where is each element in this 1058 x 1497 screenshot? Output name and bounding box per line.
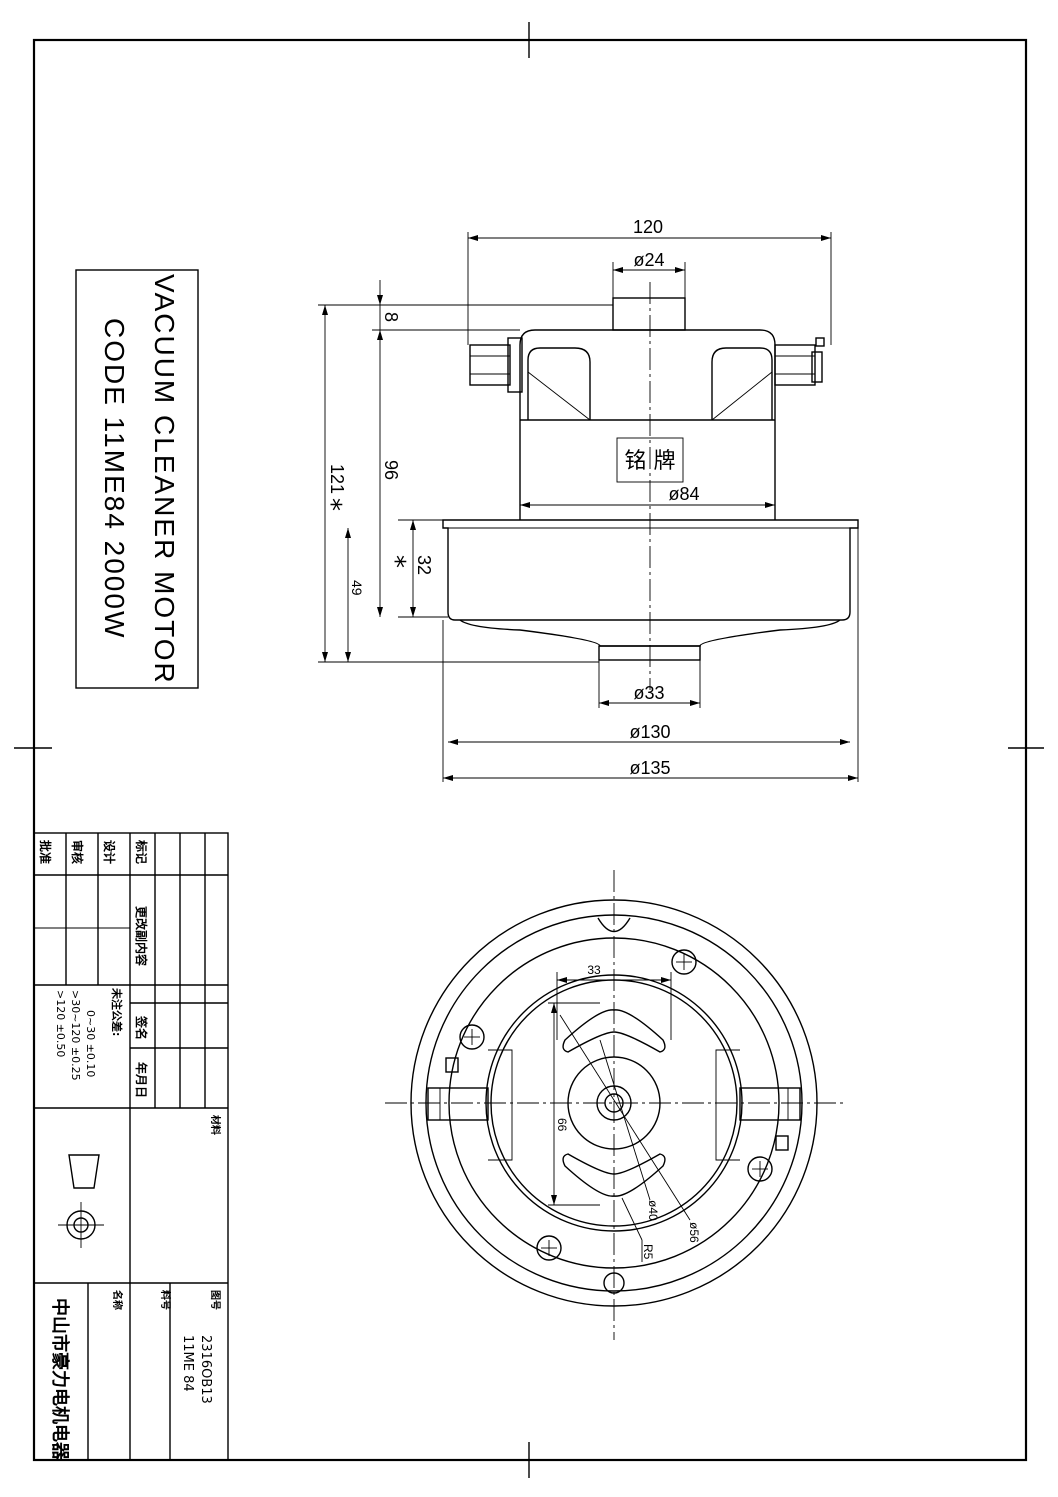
dim-fan-height: 32 [414, 555, 434, 575]
tb-tolerance-row-2: >30~120 ±0.25 [69, 990, 82, 1081]
screw-top-right [671, 949, 697, 975]
product-label-box: VACUUM CLEANER MOTOR CODE 11ME84 2000W [75, 269, 199, 689]
dim-bottom-hub-dia: ø33 [633, 683, 664, 703]
tb-approve: 批准 [38, 840, 53, 864]
tb-signature: 签名 [134, 1015, 149, 1040]
tb-mark: 标记 [134, 839, 149, 864]
dim-top-height: 8 [381, 312, 401, 322]
dim-total-height: 121 [327, 464, 347, 494]
dim-slot-width: 33 [587, 963, 601, 977]
dim-body-height: 96 [381, 460, 401, 480]
dim-overall-width: 120 [633, 217, 663, 237]
tb-review: 审核 [70, 840, 85, 864]
tb-part-no-label: 料号 [159, 1290, 172, 1310]
star-mark-fan: ⁎ [389, 555, 419, 568]
dim-slot-height: 66 [555, 1118, 569, 1132]
tb-change-content: 更改副内容 [134, 906, 149, 966]
dim-dia-56: ø56 [687, 1222, 701, 1243]
title-block: 标记 设计 审核 批准 更改副内容 签名 年月日 未注公差: 0~30 ±0.1… [33, 832, 229, 1461]
tb-company: 中山市豪力电机电器 [49, 1298, 71, 1461]
dim-fan-dia: ø130 [629, 722, 670, 742]
dim-lower-height: 49 [349, 580, 365, 596]
dim-body-dia: ø84 [668, 484, 699, 504]
tb-tolerance-row-1: 0~30 ±0.10 [84, 1010, 97, 1077]
nameplate-label: 铭 牌 [625, 449, 676, 474]
tb-part-no: 11ME 84 [180, 1335, 195, 1392]
tb-drawing-no-label: 图号 [209, 1290, 221, 1310]
star-mark-total: ⁎ [325, 498, 355, 511]
product-label-line1: VACUUM CLEANER MOTOR [149, 274, 180, 685]
dim-radius: R5 [641, 1244, 655, 1260]
tb-tolerance-row-3: >120 ±0.50 [54, 990, 67, 1057]
tb-tolerance-title: 未注公差: [110, 987, 124, 1036]
tb-drawing-no: 2316OB13 [198, 1335, 213, 1404]
screw-bottom-left [536, 1235, 562, 1261]
drawing-frame [14, 22, 1044, 1478]
dim-outer-dia: ø135 [629, 758, 670, 778]
motor-top-view: 33 66 ø40 ø56 R5 [385, 870, 845, 1340]
screw-right [747, 1156, 773, 1182]
product-label-line2: CODE 11ME84 2000W [99, 318, 130, 639]
tb-material: 材料 [209, 1115, 222, 1135]
tb-name-label: 名称 [111, 1290, 124, 1310]
tb-design: 设计 [102, 840, 117, 864]
dim-shaft-dia: ø24 [633, 250, 664, 270]
tb-date: 年月日 [134, 1062, 149, 1098]
screw-left [459, 1024, 485, 1050]
motor-side-view: 铭 牌 [318, 217, 859, 782]
dim-dia-40: ø40 [646, 1200, 660, 1221]
